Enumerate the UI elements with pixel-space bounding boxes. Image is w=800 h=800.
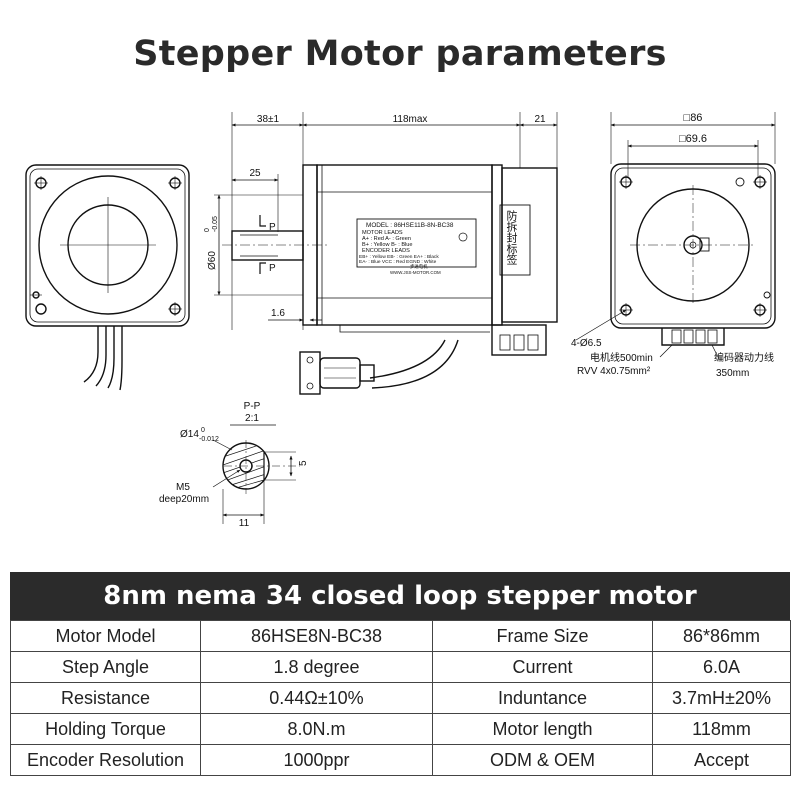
spec-value: 6.0A [652,651,791,683]
section-mark-top: P [269,222,276,233]
table-row: Encoder Resolution 1000ppr ODM & OEM Acc… [10,744,791,776]
label-encoder-2: EA- : Blue VCC : Red EGND : White [359,259,437,265]
spec-label: Motor length [432,713,653,745]
section-thread: M5 [176,482,190,493]
label-motor-leads: MOTOR LEADS [362,230,403,236]
label-leads-b: B+ : Yellow B- : Blue [362,242,413,248]
spec-value: 1.8 degree [200,651,433,683]
dim-flange: 1.6 [271,308,285,319]
cable-encoder-length: 350mm [716,368,749,379]
spec-value: 86*86mm [652,620,791,652]
section-diameter: Ø14 [180,429,199,440]
table-row: Resistance 0.44Ω±10% Induntance 3.7mH±20… [10,682,791,714]
section-mark-bottom: P [269,263,276,274]
section-width: 11 [239,518,250,529]
spec-label: Induntance [432,682,653,714]
page-title: Stepper Motor parameters [133,34,667,74]
shaft-section-view [212,424,300,524]
section-dia-tol-upper: 0 [201,427,205,434]
label-made: 步进电机 [410,263,428,270]
dim-rear-length: 21 [534,114,546,125]
dim-pilot-tolerance-upper: 0 [204,228,211,232]
dim-pilot-tolerance-lower: -0.05 [212,216,219,232]
rear-view [25,164,190,391]
spec-value: 1000ppr [200,744,433,776]
section-flat: 5 [298,460,309,466]
motor-technical-drawing: 38±1 118max 21 25 1.6 Ø60 0 -0.05 P P MO… [25,112,776,529]
section-title: P-P [244,401,261,412]
label-leads-a: A+ : Red A- : Green [362,236,411,242]
label-encoder-1: EB+ : Yellow EB- : Green EA+ : Black [359,254,439,260]
spec-value: 118mm [652,713,791,745]
spec-value: 86HSE8N-BC38 [200,620,433,652]
spec-label: Resistance [10,682,201,714]
spec-label: Current [432,651,653,683]
spec-label: ODM & OEM [432,744,653,776]
cable-encoder-label: 编码器动力线 [714,351,774,364]
section-dia-tol-lower: -0.012 [199,436,219,443]
section-depth: deep20mm [159,494,209,505]
nameplate-label: MODEL : 86HSE11B-8N-BC38 MOTOR LEADS A+ … [359,222,454,275]
spec-label: Encoder Resolution [10,744,201,776]
cable-motor-length: 电机线500min [590,351,653,364]
side-view [214,112,558,395]
dim-shaft-length: 38±1 [257,114,280,125]
spec-label: Step Angle [10,651,201,683]
spec-value: 0.44Ω±10% [200,682,433,714]
label-encoder-leads: ENCODER LEADS [362,248,410,254]
dim-hole-diameter: 4-Ø6.5 [571,338,602,349]
table-row: Motor Model 86HSE8N-BC38 Frame Size 86*8… [10,620,791,652]
spec-label: Holding Torque [10,713,201,745]
label-url: WWW.JSS-MOTOR.COM [390,270,441,275]
spec-value: 3.7mH±20% [652,682,791,714]
dim-frame-size: □86 [684,112,703,124]
dim-hole-spacing: □69.6 [679,133,707,145]
spec-label: Motor Model [10,620,201,652]
spec-label: Frame Size [432,620,653,652]
seal-label: 防拆封标签 [505,209,518,265]
table-row: Step Angle 1.8 degree Current 6.0A [10,651,791,683]
spec-value: Accept [652,744,791,776]
cable-motor-spec: RVV 4x0.75mm² [577,366,651,377]
dim-body-length: 118max [393,114,428,125]
dim-pilot-diameter: Ø60 [207,251,218,270]
spec-table: Motor Model 86HSE8N-BC38 Frame Size 86*8… [10,620,791,776]
front-view [575,112,776,358]
product-banner: 8nm nema 34 closed loop stepper motor [10,572,790,620]
label-model: MODEL : 86HSE11B-8N-BC38 [366,222,454,229]
section-scale: 2:1 [245,413,259,424]
spec-value: 8.0N.m [200,713,433,745]
dim-key-length: 25 [249,168,261,179]
table-row: Holding Torque 8.0N.m Motor length 118mm [10,713,791,745]
